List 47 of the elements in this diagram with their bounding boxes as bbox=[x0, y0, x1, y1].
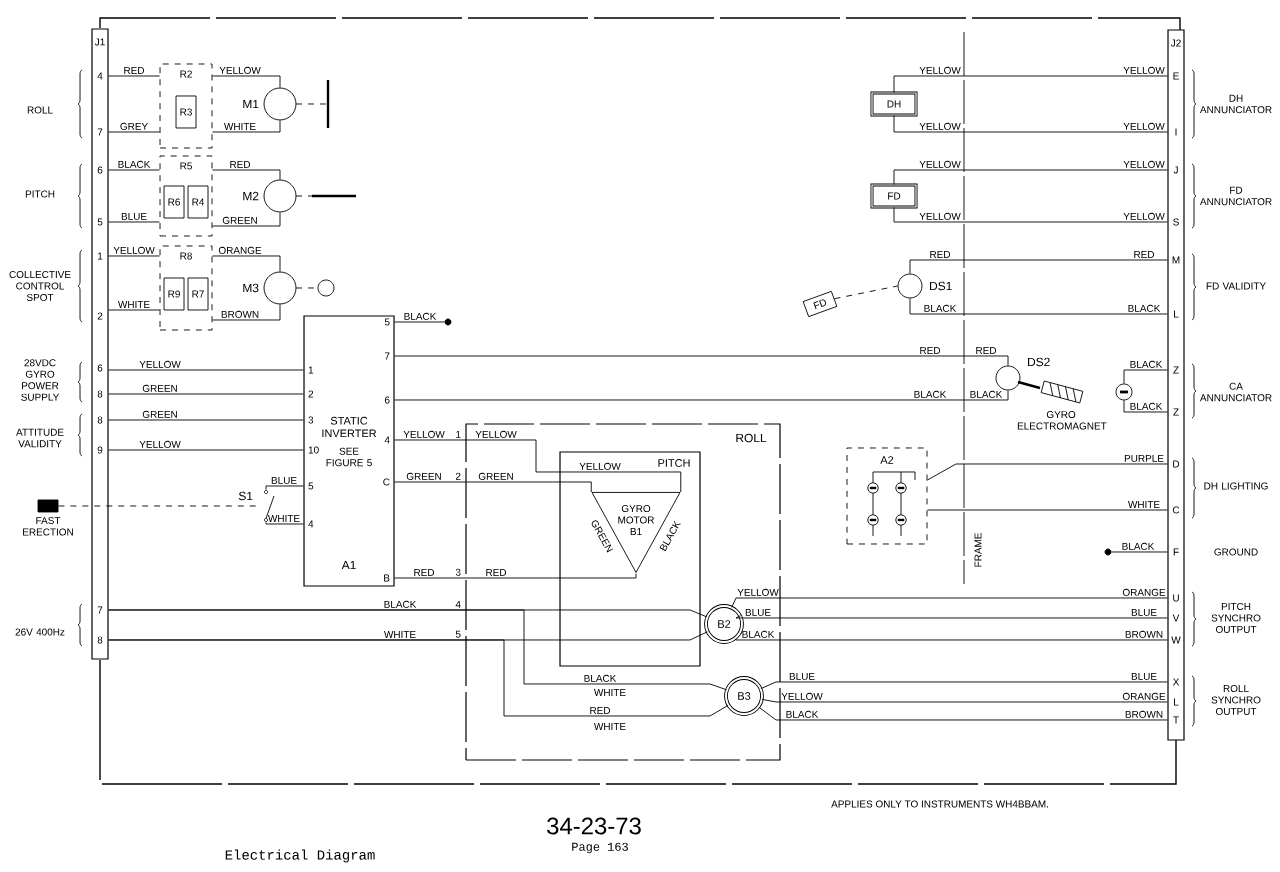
wire bbox=[212, 255, 281, 272]
wire bbox=[394, 439, 682, 493]
lamp-symbol bbox=[1115, 383, 1133, 401]
wire bbox=[108, 369, 304, 371]
wire bbox=[108, 221, 160, 223]
wire bbox=[394, 355, 1009, 366]
wire bbox=[1111, 551, 1168, 553]
wire bbox=[909, 298, 1168, 315]
page-number: 34-23-73 bbox=[547, 817, 641, 835]
wire bbox=[108, 131, 160, 133]
wire bbox=[893, 169, 1168, 185]
wire bbox=[927, 509, 1168, 511]
wire bbox=[108, 639, 729, 717]
wire bbox=[909, 259, 1168, 274]
wire bbox=[394, 390, 1009, 401]
wire bbox=[108, 609, 728, 691]
wire bbox=[761, 698, 1168, 703]
wire bbox=[212, 169, 281, 180]
wire bbox=[108, 393, 304, 395]
wire bbox=[1123, 369, 1168, 384]
wire bbox=[1123, 400, 1168, 413]
wire bbox=[212, 212, 281, 227]
wire bbox=[734, 638, 1168, 641]
wire bbox=[212, 304, 281, 321]
wire bbox=[731, 597, 1168, 608]
wire bbox=[760, 681, 1168, 690]
wire bbox=[758, 706, 1168, 721]
wire bbox=[108, 449, 304, 451]
wire bbox=[394, 321, 445, 323]
wire bbox=[893, 115, 1168, 133]
wire bbox=[735, 615, 1168, 619]
wire bbox=[108, 75, 160, 77]
wire bbox=[108, 419, 304, 421]
wire bbox=[893, 207, 1168, 223]
wire bbox=[108, 169, 160, 171]
wire bbox=[927, 463, 1168, 481]
wire bbox=[394, 573, 637, 579]
wire bbox=[212, 120, 281, 133]
wire bbox=[108, 255, 160, 257]
wire bbox=[212, 75, 281, 88]
wire bbox=[394, 481, 592, 493]
wire bbox=[265, 521, 304, 525]
mechanical-link bbox=[58, 505, 258, 507]
wire bbox=[265, 485, 304, 490]
wire bbox=[108, 309, 160, 311]
wire bbox=[893, 75, 1168, 93]
mechanical-link bbox=[834, 285, 898, 300]
